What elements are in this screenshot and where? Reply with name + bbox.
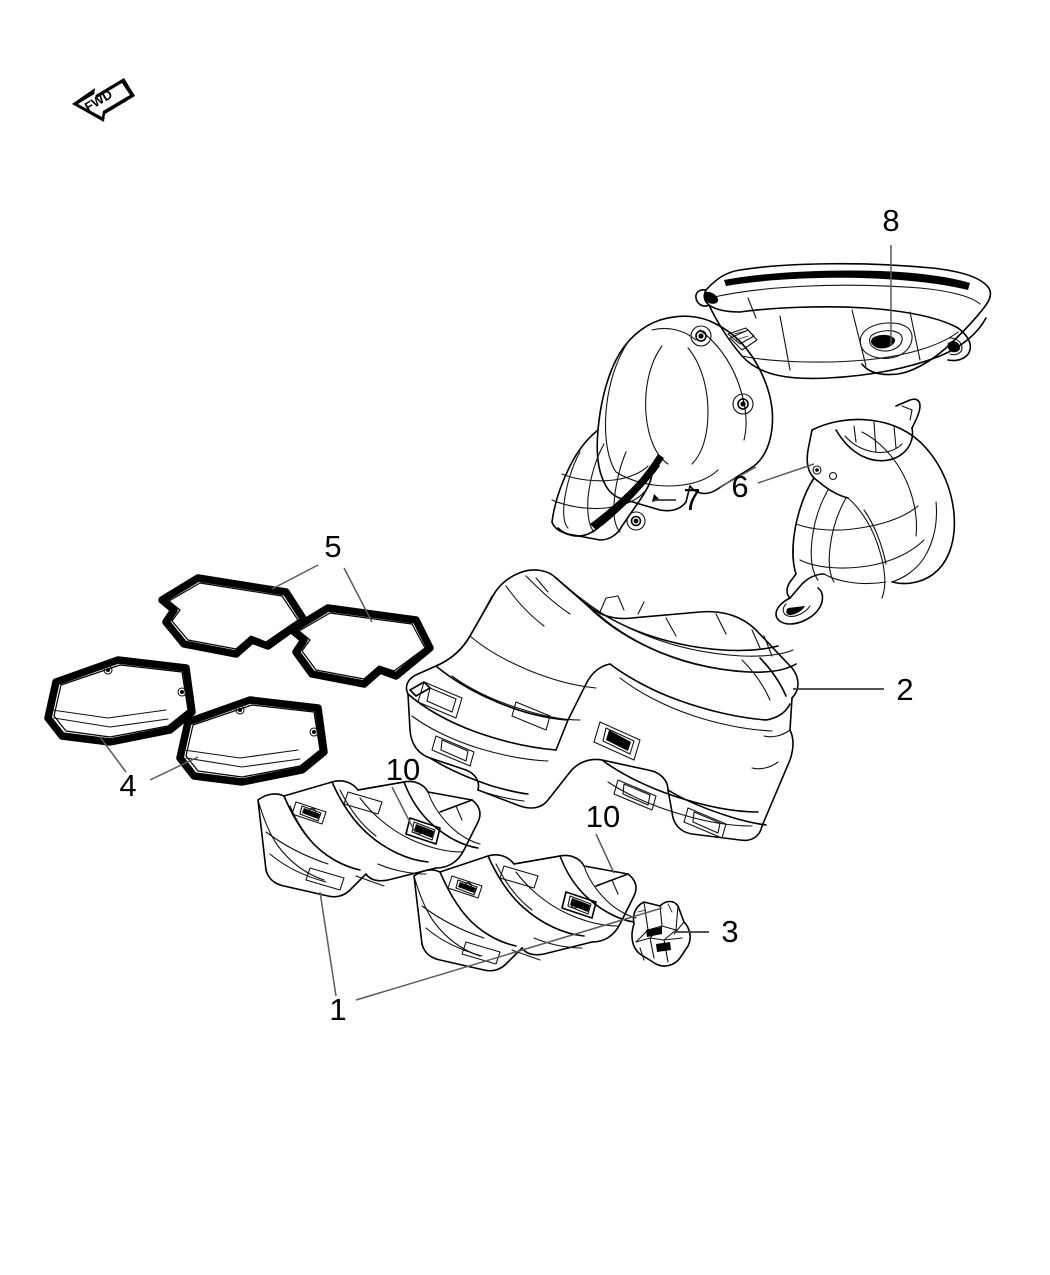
callout-10-right: 10: [586, 799, 620, 834]
part-rear-carpet-left: [257, 780, 481, 898]
part-right-wheelhouse-liner: [775, 398, 956, 625]
fwd-arrow-icon: FWD: [72, 78, 135, 122]
callout-6: 6: [731, 469, 748, 504]
part-carpet-retainer-bracket: [631, 900, 691, 967]
part-front-carpet-assembly: [405, 569, 799, 842]
callout-1: 1: [329, 992, 346, 1027]
callout-4: 4: [119, 768, 136, 803]
part-rear-carpet-right: [413, 854, 637, 972]
callout-2: 2: [896, 672, 913, 707]
part-front-floor-mat-left: [44, 656, 196, 746]
callout-numbers: 1 2 3 4 5 6 7 8 10 10: [119, 203, 913, 1027]
leader-lines: [99, 245, 892, 1001]
part-left-wheelhouse-liner: [551, 315, 774, 541]
callout-8: 8: [882, 203, 899, 238]
part-rear-floor-mat-left: [158, 574, 308, 658]
part-rear-floor-mat-right: [288, 604, 434, 688]
callout-7: 7: [683, 482, 700, 517]
part-rear-shelf-trim-panel: [695, 262, 992, 380]
callout-3: 3: [721, 914, 738, 949]
callout-10-left: 10: [386, 752, 420, 787]
callout-5: 5: [324, 529, 341, 564]
part-front-floor-mat-right: [176, 696, 328, 786]
